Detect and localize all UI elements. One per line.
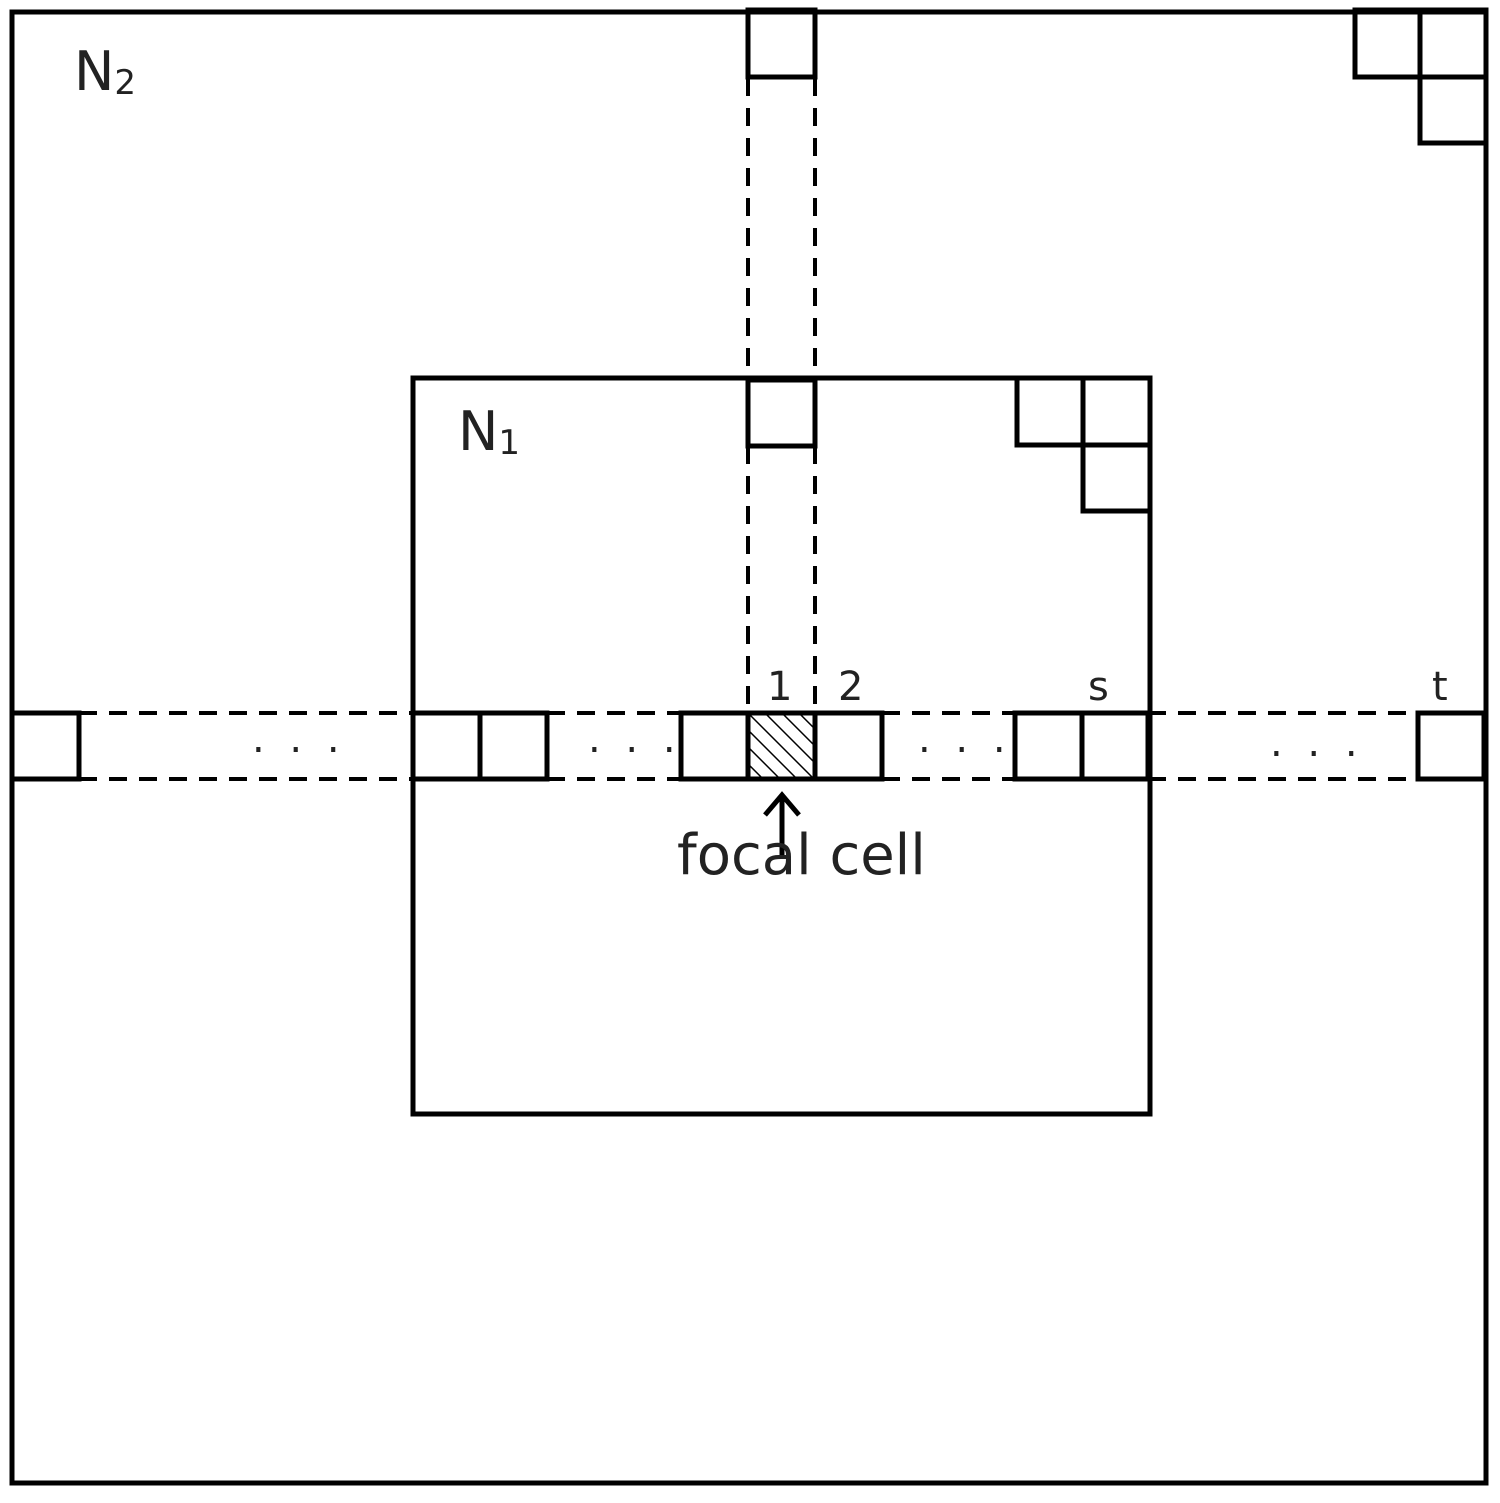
ellipsis-3: . . . [918,716,1012,762]
focal-cell [745,710,818,782]
cell-label-1: 1 [767,664,792,710]
outer-corner-cell-bottom [1417,74,1489,146]
row-cell-s [1079,710,1151,782]
focal-cell-label: focal cell [677,823,926,888]
outer-corner-cell-left [1352,7,1423,80]
inner-corner-cell-left [1014,375,1086,448]
inner-column-top-cell [745,377,818,449]
row-cell-left-of-focal [678,710,751,782]
ellipsis-4: . . . [1270,720,1364,766]
row-cell-inner-left-1 [410,710,483,782]
row-cell-inner-left-2 [477,710,550,782]
outer-column-top-cell [745,7,818,80]
focal-arrow-icon [763,791,801,855]
outer-corner-cell-top [1417,7,1489,80]
row-cell-before-s [1012,710,1085,782]
ellipsis-1: . . . [252,716,346,762]
row-cell-2 [812,710,885,782]
ellipsis-2: . . . [588,716,682,762]
inner-corner-cell-bottom [1080,442,1153,514]
outer-neighborhood-label: N2 [74,40,136,103]
cell-label-2: 2 [838,664,863,710]
inner-corner-cell-top [1080,375,1153,448]
cell-label-s: s [1088,664,1109,710]
inner-neighborhood-label: N1 [458,400,520,463]
row-cell-t [1415,710,1487,782]
row-cell-outer-left [9,710,82,782]
cell-label-t: t [1432,664,1448,710]
